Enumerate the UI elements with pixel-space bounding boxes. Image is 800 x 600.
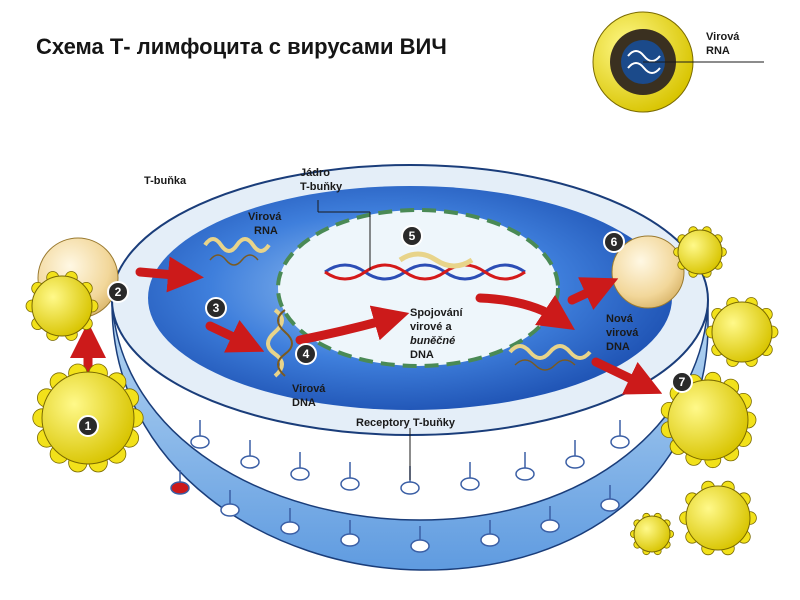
- svg-text:3: 3: [213, 301, 220, 315]
- label-new-dna-2: virová: [606, 327, 639, 339]
- label-viral-rna-2: RNA: [254, 225, 278, 237]
- label-receptors: Receptory T-buňky: [356, 417, 456, 429]
- label-nucleus-2: T-buňky: [300, 181, 343, 193]
- leader-lines: [317, 61, 764, 480]
- step-3: 3: [205, 297, 227, 319]
- receptor: [220, 490, 240, 517]
- svg-text:4: 4: [303, 347, 310, 361]
- receptor: [540, 506, 560, 533]
- label-joining-3: buněčné: [410, 335, 455, 347]
- label-nucleus-1: Jádro: [300, 167, 330, 179]
- receptor: [410, 526, 430, 553]
- t-cell-body: [111, 164, 709, 571]
- virus-free-c: [633, 515, 671, 553]
- arrow-to-6: [567, 277, 619, 310]
- step-6: 6: [603, 231, 625, 253]
- receptor: [515, 452, 535, 481]
- arrow-to-7: [591, 357, 663, 395]
- virus-edge: [677, 229, 723, 275]
- virus-free-a: [711, 301, 773, 363]
- svg-text:7: 7: [679, 375, 686, 389]
- receptors: [170, 420, 630, 553]
- step-2: 2: [107, 281, 129, 303]
- viral-rna-strand: [203, 237, 271, 253]
- receptor: [290, 452, 310, 481]
- page-title: Схема Т- лимфоцита с вирусами ВИЧ: [36, 34, 447, 59]
- arrow-5-to-new: [475, 293, 575, 330]
- virus-free-b: [685, 485, 751, 551]
- label-joining-4: DNA: [410, 349, 434, 361]
- label-new-dna-3: DNA: [606, 341, 630, 353]
- receptor: [460, 462, 480, 491]
- step-5: 5: [401, 225, 423, 247]
- receptor: [340, 462, 360, 491]
- new-viral-dna: [508, 344, 592, 360]
- label-viral-rna-1: Virová: [248, 211, 282, 223]
- arrow-4-to-5: [295, 305, 410, 345]
- virus-7: [667, 379, 749, 461]
- arrow-3-to-4: [205, 320, 265, 353]
- virus-at-2: [31, 275, 93, 337]
- svg-text:1: 1: [85, 419, 92, 433]
- receptor: [340, 520, 360, 547]
- step-7: 7: [671, 371, 693, 393]
- receptor: [190, 420, 210, 449]
- label-viral-dna-1: Virová: [292, 383, 326, 395]
- receptor: [610, 420, 630, 449]
- label-new-dna-1: Nová: [606, 313, 634, 325]
- label-inset-2: RNA: [706, 45, 730, 57]
- receptor-bound: [170, 470, 190, 495]
- receptor: [565, 440, 585, 469]
- label-viral-dna-2: DNA: [292, 397, 316, 409]
- viral-dna-strand: [266, 308, 284, 378]
- label-inset-1: Virová: [706, 31, 740, 43]
- svg-text:6: 6: [611, 235, 618, 249]
- label-joining-2: virové a: [410, 321, 452, 333]
- receptor: [480, 520, 500, 547]
- receptor: [240, 440, 260, 469]
- step-badges: 1 2 3 4 5 6 7: [77, 225, 693, 437]
- host-dna-helix: [324, 263, 526, 281]
- svg-text:5: 5: [409, 229, 416, 243]
- receptor: [280, 508, 300, 535]
- exit-vesicle: [611, 235, 685, 309]
- step-4: 4: [295, 343, 317, 365]
- receptor: [600, 485, 620, 512]
- label-t-cell: T-buňka: [144, 175, 187, 187]
- viral-dna-helix: [398, 251, 474, 269]
- arrow-2-to-rna: [135, 256, 204, 293]
- step-1: 1: [77, 415, 99, 437]
- svg-text:2: 2: [115, 285, 122, 299]
- label-joining-1: Spojování: [410, 307, 464, 319]
